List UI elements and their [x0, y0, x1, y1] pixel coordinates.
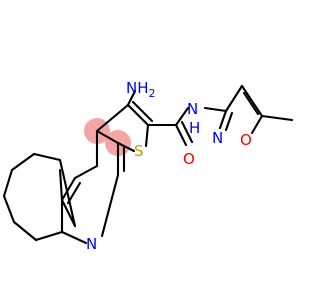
- bond: [100, 173, 120, 238]
- bond: [126, 103, 150, 127]
- bond: [60, 176, 77, 202]
- atom-label-amide-h: H: [189, 119, 200, 137]
- bond: [174, 106, 190, 127]
- bond: [250, 114, 264, 135]
- bond: [240, 84, 264, 118]
- atom-label-isoxazole-o: O: [240, 131, 252, 149]
- atom-label-thiophene-s: S: [134, 142, 144, 160]
- bond: [224, 111, 234, 132]
- atom-label-amine: NH2: [126, 79, 156, 100]
- bond: [10, 152, 36, 172]
- bond-lines: [2, 84, 294, 245]
- bond: [260, 114, 294, 122]
- bond: [60, 198, 77, 228]
- bond: [218, 109, 228, 130]
- bond: [58, 158, 77, 228]
- atom-labels: NH2 N H O S N N O: [86, 79, 252, 253]
- bond: [73, 164, 99, 180]
- bond: [34, 230, 64, 242]
- bond: [144, 123, 150, 148]
- bond: [66, 181, 82, 205]
- bond: [174, 123, 188, 147]
- bond: [60, 230, 88, 245]
- bond: [242, 91, 260, 116]
- bond: [95, 103, 130, 133]
- bond: [224, 84, 244, 113]
- bond: [2, 194, 16, 224]
- bond: [2, 168, 14, 198]
- bond: [131, 100, 154, 123]
- bond: [95, 129, 120, 145]
- atom-label-carbonyl-o: O: [183, 150, 195, 168]
- bond: [126, 89, 137, 107]
- atom-label-pyridine-n: N: [86, 235, 97, 253]
- atom-label-isoxazole-n: N: [212, 129, 223, 147]
- bond: [12, 220, 38, 242]
- bond: [58, 168, 64, 202]
- bond: [203, 106, 228, 113]
- structure-canvas: NH2 N H O S N N O: [2, 79, 294, 253]
- bond: [32, 152, 62, 162]
- atom-label-amide-n: N: [187, 100, 198, 118]
- molecule-diagram: NH2 N H O S N N O: [2, 79, 294, 253]
- bond: [116, 141, 136, 153]
- bond: [180, 120, 194, 144]
